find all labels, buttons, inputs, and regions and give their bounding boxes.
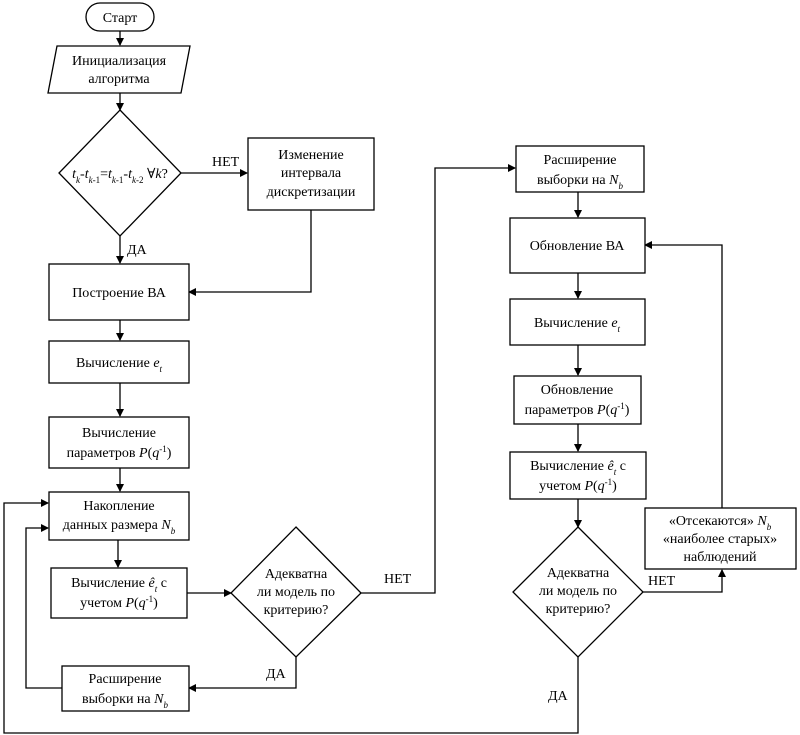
- node-calc-e2: Вычисление et: [509, 298, 646, 346]
- arrowhead: [224, 589, 232, 597]
- cond-interval-label: tk-tk-1=tk-1-tk-2 ∀k?: [72, 167, 168, 185]
- cutoff-label-3: наблюдений: [683, 550, 757, 565]
- update-va-label: Обновление ВА: [530, 239, 626, 254]
- arrow-adequate2-accum: [3, 502, 579, 734]
- node-calc-e1: Вычисление et: [48, 340, 190, 384]
- adequate1-yes-label: ДА: [266, 667, 287, 682]
- node-calc-ehat1: Вычисление êt с учетом P(q-1): [50, 567, 188, 619]
- adequate2-label-3: критерию?: [546, 602, 611, 617]
- expand-right-label-2: выборки на Nb: [537, 173, 623, 191]
- adequate2-label-1: Адекватна: [547, 566, 610, 581]
- cutoff-label-2: «наиболее старых»: [663, 532, 777, 547]
- start-label: Старт: [103, 11, 138, 26]
- arrowhead: [116, 38, 124, 46]
- adequate2-no-label: НЕТ: [648, 574, 676, 589]
- calc-e1-label: Вычисление et: [76, 356, 163, 374]
- arrowhead: [240, 169, 248, 177]
- adequate1-label-1: Адекватна: [265, 567, 328, 582]
- change-interval-label-3: дискретизации: [267, 185, 356, 200]
- calc-params1-label-2: параметров P(q-1): [67, 444, 172, 461]
- arrow-cutoff-update: [645, 244, 723, 508]
- calc-ehat2-label-1: Вычисление êt с: [530, 459, 626, 477]
- accumulate-label-2: данных размера Nb: [63, 518, 176, 536]
- adequate1-label-3: критерию?: [264, 603, 329, 618]
- node-expand-right: Расширение выборки на Nb: [515, 145, 645, 193]
- arrowhead: [114, 560, 122, 568]
- arrow-adequate2-cutoff: [643, 570, 723, 593]
- cond-no-label: НЕТ: [212, 155, 240, 170]
- change-interval-label-2: интервала: [281, 166, 342, 181]
- calc-ehat2-label-2: учетом P(q-1): [539, 477, 617, 494]
- adequate1-label-2: ли модель по: [257, 585, 335, 600]
- arrowhead: [574, 368, 582, 376]
- arrowhead: [116, 484, 124, 492]
- arrowhead: [718, 569, 726, 577]
- arrowhead: [508, 164, 516, 172]
- connectors: [3, 31, 726, 734]
- node-calc-params1: Вычисление параметров P(q-1): [48, 416, 190, 469]
- arrowhead: [116, 256, 124, 264]
- expand-left-label-2: выборки на Nb: [82, 692, 168, 710]
- calc-params1-label-1: Вычисление: [82, 426, 156, 441]
- calc-ehat1-label-1: Вычисление êt с: [71, 576, 167, 594]
- arrowhead: [188, 288, 196, 296]
- node-accumulate: Накопление данных размера Nb: [48, 491, 190, 541]
- adequate1-no-label: НЕТ: [384, 572, 412, 587]
- expand-right-label-1: Расширение: [544, 153, 617, 168]
- arrow-expand-accum: [25, 527, 62, 689]
- node-build-va: Построение ВА: [48, 263, 190, 321]
- arrowhead: [116, 103, 124, 111]
- adequate2-label-2: ли модель по: [539, 584, 617, 599]
- node-calc-ehat2: Вычисление êt с учетом P(q-1): [509, 451, 647, 500]
- arrowhead: [116, 409, 124, 417]
- cutoff-label-1: «Отсекаются» Nb: [669, 514, 772, 532]
- arrowhead: [116, 333, 124, 341]
- init-label-2: алгоритма: [88, 72, 150, 87]
- arrowhead: [574, 520, 582, 528]
- build-va-label: Построение ВА: [72, 286, 167, 301]
- arrowhead: [574, 291, 582, 299]
- node-init: Инициализация алгоритма: [47, 45, 191, 94]
- arrowhead: [574, 444, 582, 452]
- node-expand-left: Расширение выборки на Nb: [61, 665, 190, 712]
- expand-left-label-1: Расширение: [89, 672, 162, 687]
- arrowhead: [41, 499, 49, 507]
- arrowhead: [41, 524, 49, 532]
- change-interval-label-1: Изменение: [278, 148, 343, 163]
- node-update-params: Обновление параметров P(q-1): [513, 375, 642, 425]
- adequate2-yes-label: ДА: [548, 689, 569, 704]
- node-change-interval: Изменение интервала дискретизации: [247, 137, 375, 211]
- node-cond-interval: tk-tk-1=tk-1-tk-2 ∀k?: [58, 109, 182, 237]
- calc-ehat1-label-2: учетом P(q-1): [80, 594, 158, 611]
- update-params-label-2: параметров P(q-1): [525, 401, 630, 418]
- arrowhead: [188, 684, 196, 692]
- arrow-change-build: [189, 210, 312, 293]
- node-adequate2: Адекватна ли модель по критерию?: [512, 526, 644, 658]
- update-params-label-1: Обновление: [541, 383, 614, 398]
- arrow-adequate1-expand: [189, 657, 297, 689]
- node-update-va: Обновление ВА: [509, 217, 646, 274]
- arrowhead: [574, 210, 582, 218]
- node-cutoff: «Отсекаются» Nb «наиболее старых» наблюд…: [644, 507, 797, 570]
- accumulate-label-1: Накопление: [83, 499, 154, 514]
- calc-e2-label: Вычисление et: [534, 316, 621, 334]
- cond-yes-label: ДА: [127, 243, 148, 258]
- init-label-1: Инициализация: [72, 54, 167, 69]
- arrowhead: [644, 241, 652, 249]
- node-adequate1: Адекватна ли модель по критерию?: [230, 526, 362, 658]
- node-start: Старт: [85, 2, 155, 32]
- arrow-adequate1-expandright: [361, 167, 515, 594]
